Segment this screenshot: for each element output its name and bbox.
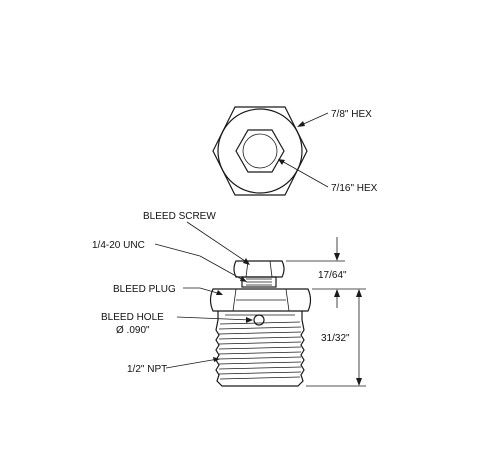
thread-lines <box>218 321 302 380</box>
label-hex-small: 7/16" HEX <box>331 183 378 194</box>
label-bleed-hole: BLEED HOLE <box>101 312 164 323</box>
label-dim-total-height: 31/32" <box>321 333 350 344</box>
label-bleed-plug: BLEED PLUG <box>113 284 176 295</box>
flange-circle <box>217 108 303 194</box>
label-thread-unc: 1/4-20 UNC <box>92 240 145 251</box>
label-dim-screw-height: 17/64" <box>318 270 347 281</box>
label-hex-large: 7/8" HEX <box>331 109 372 120</box>
bleed-hole <box>253 314 265 326</box>
screw-circle <box>242 133 278 169</box>
label-bleed-hole-dia: Ø .090" <box>116 325 150 336</box>
screw-hex-head <box>233 260 285 278</box>
npt-thread-outline <box>215 319 305 387</box>
inner-hex-outline <box>235 129 285 173</box>
screw-shank <box>241 276 277 288</box>
side-view <box>154 221 366 387</box>
label-npt: 1/2" NPT <box>127 364 167 375</box>
dimension-screw-height <box>286 237 366 308</box>
plug-hex-flange <box>209 288 312 312</box>
top-view <box>212 106 329 196</box>
label-bleed-screw: BLEED SCREW <box>143 211 216 222</box>
dimension-total-height <box>306 289 366 387</box>
outer-hex-outline <box>212 106 308 196</box>
